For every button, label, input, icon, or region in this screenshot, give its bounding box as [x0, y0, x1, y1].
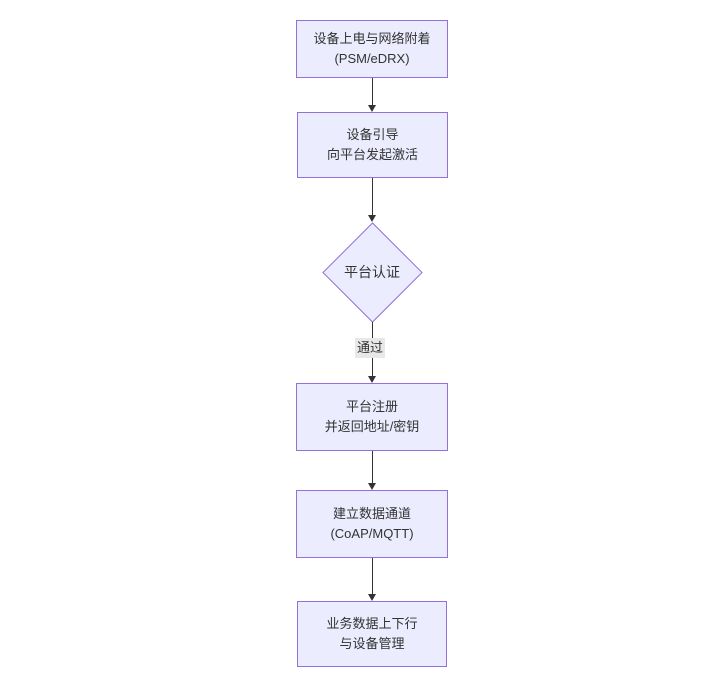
arrowhead-down-icon — [368, 376, 376, 383]
edge-label-pass: 通过 — [355, 338, 386, 358]
node-text-line: (PSM/eDRX) — [334, 51, 410, 66]
node-text-line: (CoAP/MQTT) — [330, 526, 414, 541]
arrowhead-down-icon — [368, 594, 376, 601]
flow-arrow — [368, 78, 377, 112]
node-text-line: 平台注册 — [345, 399, 398, 414]
node-data-channel: 建立数据通道 (CoAP/MQTT) — [296, 490, 448, 558]
node-platform-register: 平台注册 并返回地址/密钥 — [296, 383, 448, 451]
flow-arrow — [368, 558, 377, 601]
arrow-shaft — [372, 451, 373, 483]
flow-arrow — [368, 451, 377, 490]
arrow-shaft — [372, 178, 373, 215]
arrowhead-down-icon — [368, 105, 376, 112]
arrowhead-down-icon — [368, 215, 376, 222]
flow-arrow — [368, 178, 377, 222]
arrow-shaft — [372, 558, 373, 594]
node-text-line: 建立数据通道 — [332, 506, 411, 521]
node-text-line: 业务数据上下行 — [326, 616, 418, 631]
node-device-power-attach: 设备上电与网络附着 (PSM/eDRX) — [296, 20, 448, 78]
node-text-line: 与设备管理 — [339, 636, 405, 651]
node-text-line: 设备引导 — [346, 127, 399, 142]
arrow-shaft — [372, 78, 373, 105]
node-platform-auth-label: 平台认证 — [344, 264, 400, 280]
node-text-line: 并返回地址/密钥 — [324, 419, 420, 434]
node-device-bootstrap: 设备引导 向平台发起激活 — [297, 112, 448, 178]
node-text-line: 向平台发起激活 — [326, 147, 418, 162]
arrowhead-down-icon — [368, 483, 376, 490]
node-business-data: 业务数据上下行 与设备管理 — [297, 601, 447, 667]
node-text-line: 设备上电与网络附着 — [313, 31, 431, 46]
